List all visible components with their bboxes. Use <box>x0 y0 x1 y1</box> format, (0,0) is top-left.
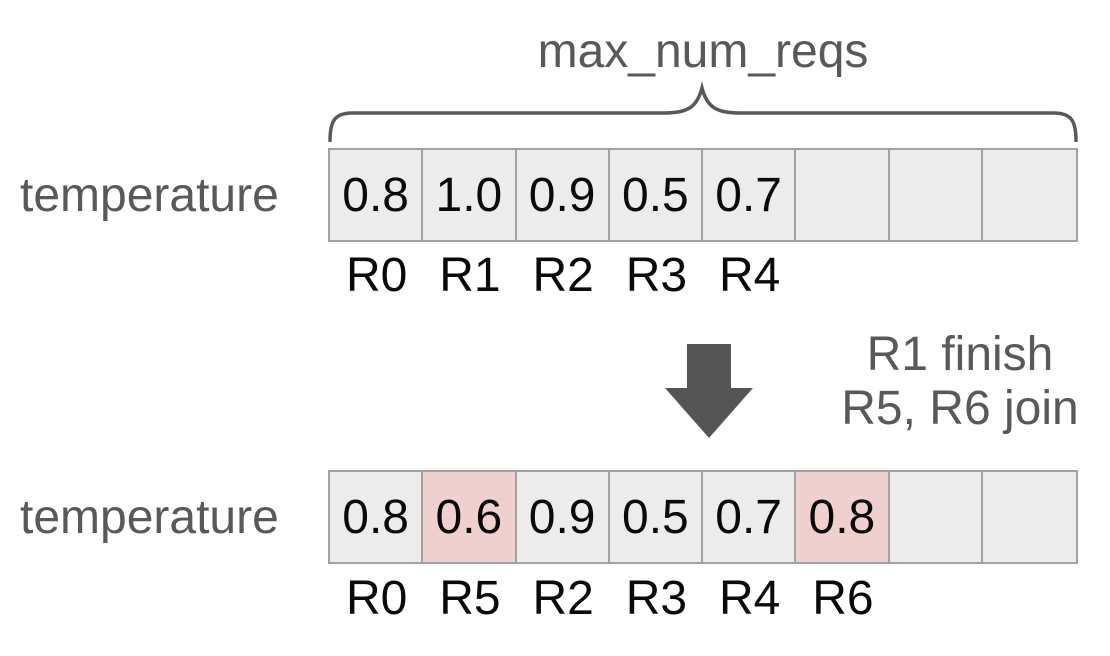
request-label <box>983 575 1076 623</box>
temperature-cell <box>889 472 983 562</box>
request-labels-top: R0 R1 R2 R3 R4 <box>330 252 1076 300</box>
request-label: R0 <box>345 249 408 302</box>
request-labels-bottom: R0 R5 R2 R3 R4 R6 <box>330 575 1076 623</box>
temperature-cell <box>982 150 1076 240</box>
diagram-title: max_num_reqs <box>537 25 869 78</box>
request-label: R1 <box>439 249 501 302</box>
request-label: R4 <box>718 572 781 625</box>
down-arrow-icon <box>665 344 753 438</box>
temperature-cell <box>796 150 890 240</box>
request-label: R3 <box>625 572 688 625</box>
transition-line-2: R5, R6 join <box>841 382 1079 435</box>
temperature-cell: 0.8 <box>330 472 424 562</box>
temperature-cell: 0.5 <box>609 472 703 562</box>
temperature-cell: 1.0 <box>423 150 517 240</box>
temperature-cell: 0.8 <box>330 150 424 240</box>
request-label: R0 <box>345 572 408 625</box>
temperature-cell: 0.5 <box>609 150 703 240</box>
request-label: R6 <box>812 572 874 625</box>
temperature-cell-highlighted: 0.8 <box>796 472 890 562</box>
temperature-cell: 0.7 <box>703 150 797 240</box>
request-label <box>890 575 983 623</box>
request-label: R2 <box>532 572 594 625</box>
temperature-cell: 0.9 <box>516 150 610 240</box>
temperature-cell-highlighted: 0.6 <box>423 472 517 562</box>
transition-line-1: R1 finish <box>866 328 1054 381</box>
request-label: R5 <box>439 572 501 625</box>
temperature-cell: 0.9 <box>516 472 610 562</box>
transition-note: R1 finish R5, R6 join <box>810 328 1110 436</box>
temperature-cell <box>889 150 983 240</box>
temperature-label: temperature <box>20 169 279 222</box>
request-label <box>983 252 1076 300</box>
request-label <box>890 252 983 300</box>
temperature-cell <box>982 472 1076 562</box>
request-label: R3 <box>625 249 688 302</box>
curly-brace-icon <box>328 81 1078 142</box>
temperature-label: temperature <box>20 491 279 544</box>
request-label: R4 <box>718 249 781 302</box>
request-label <box>796 252 889 300</box>
request-label: R2 <box>532 249 594 302</box>
temperature-cell: 0.7 <box>703 472 797 562</box>
